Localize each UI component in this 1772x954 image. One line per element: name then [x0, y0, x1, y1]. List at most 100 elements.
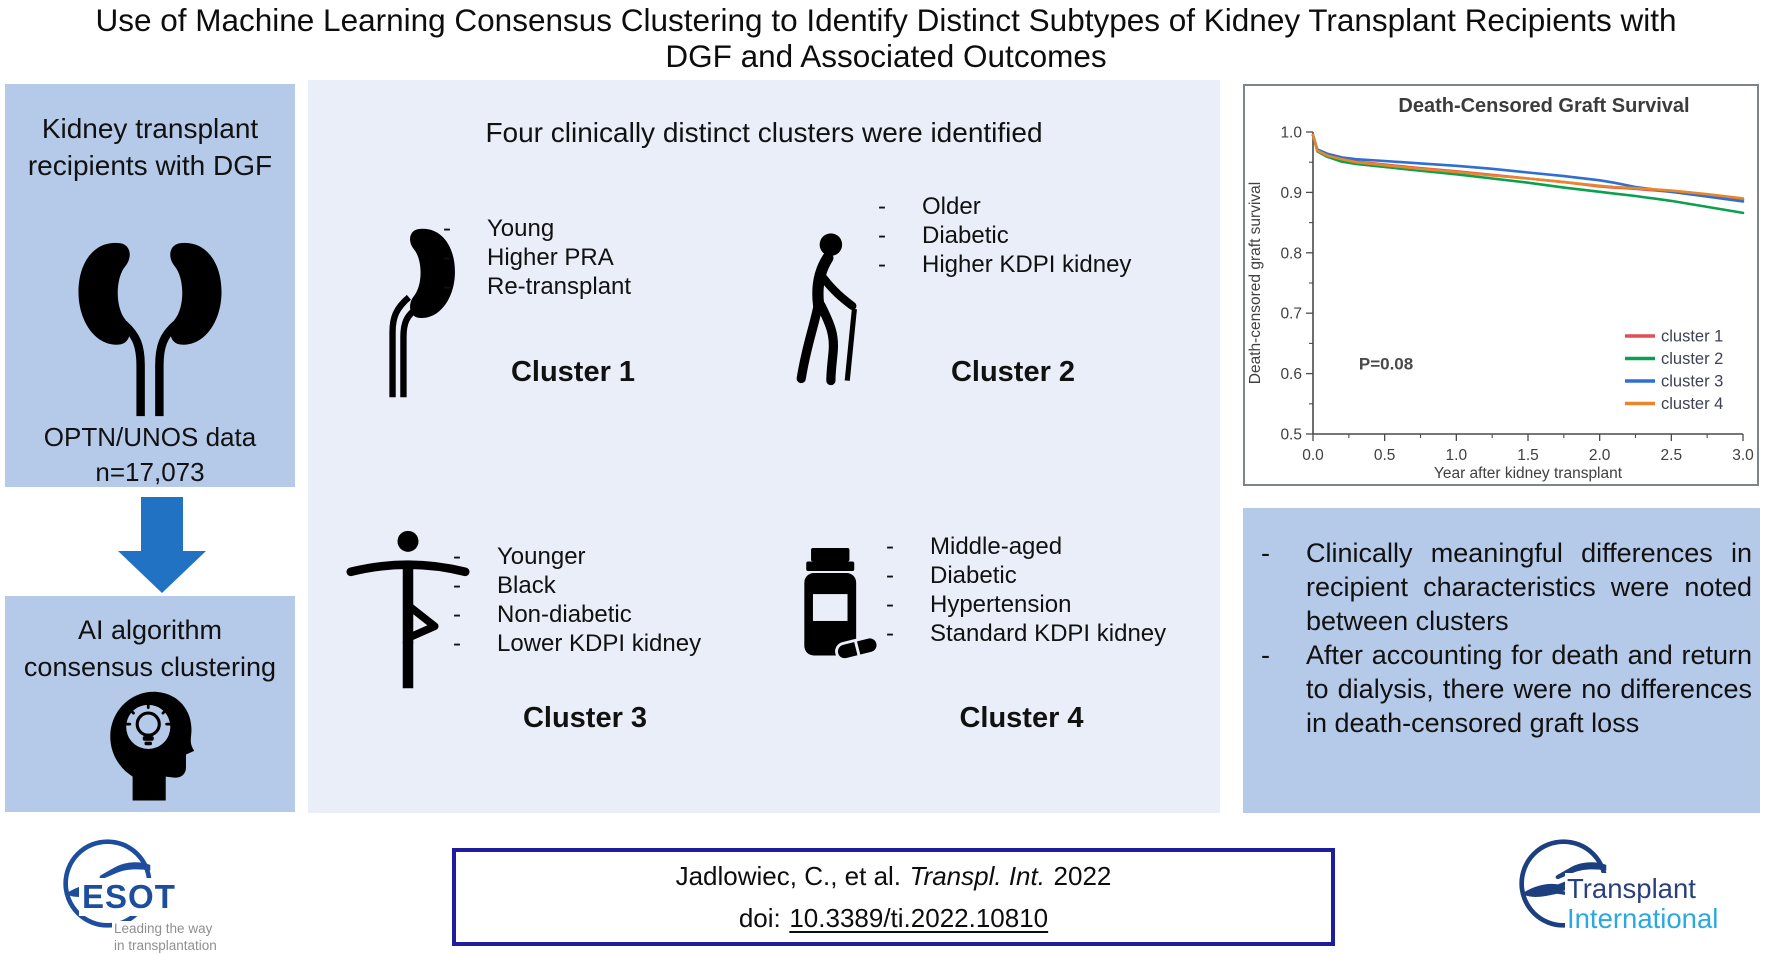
x-tick-label: 2.5	[1661, 447, 1683, 464]
bullet-text: Diabetic	[930, 562, 1017, 589]
bullet-marker: -	[878, 193, 886, 220]
bullet-marker: -	[453, 630, 461, 657]
x-tick-label: 0.5	[1374, 447, 1396, 464]
bullet-text: After accounting for death and return to…	[1306, 640, 1752, 738]
bullet-marker: -	[453, 572, 461, 599]
esot-logo: ESOT Leading the way in transplantation	[55, 831, 300, 953]
survival-chart-box: Death-Censored Graft Survival 0.5 0.6 0.7 0.…	[1243, 84, 1759, 486]
bullet-item: - Diabetic	[878, 221, 1208, 250]
kidney-icon	[358, 212, 458, 408]
bullet-text: Higher KDPI kidney	[922, 251, 1132, 278]
p-value-annotation: P=0.08	[1359, 354, 1413, 373]
citation-box: Jadlowiec, C., et al.Transpl. Int. 2022 d…	[452, 848, 1335, 946]
y-tick-label: 0.7	[1280, 306, 1302, 323]
y-tick-label: 1.0	[1280, 125, 1302, 142]
citation-journal: Transpl. Int.	[909, 861, 1045, 891]
bullet-marker: -	[878, 222, 886, 249]
x-tick-label: 1.5	[1517, 447, 1539, 464]
doi-label: doi:	[738, 903, 781, 933]
bullet-text: Clinically meaningful differences in rec…	[1306, 538, 1752, 636]
x-tick-label: 1.0	[1446, 447, 1468, 464]
sample-size-text: n=17,073	[95, 457, 205, 487]
bullet-marker: -	[886, 562, 894, 589]
bullet-text: Standard KDPI kidney	[930, 620, 1167, 647]
y-tick-label: 0.5	[1280, 427, 1302, 444]
clusters-panel: Four clinically distinct clusters were i…	[308, 80, 1220, 813]
algorithm-panel-title: AI algorithm consensus clustering	[23, 615, 277, 682]
cluster-3-traits: -Younger-Black-Non-diabetic-Lower KDPI k…	[453, 542, 773, 658]
clusters-header: Four clinically distinct clusters were i…	[485, 117, 1043, 148]
cluster-3-label: Cluster 3	[522, 702, 648, 734]
head-lightbulb-icon	[105, 684, 197, 802]
series-cluster-2	[1311, 133, 1745, 215]
bullet-item: - After accounting for death and return t…	[1261, 638, 1753, 740]
bullet-text: Hypertension	[930, 591, 1072, 618]
findings-panel: - Clinically meaningful differences in re…	[1243, 508, 1760, 813]
x-tick-label: 3.0	[1732, 447, 1754, 464]
bullet-item: - Older	[878, 192, 1208, 221]
citation-year: 2022	[1053, 861, 1112, 891]
y-tick-label: 0.6	[1280, 366, 1302, 383]
bullet-text: Higher PRA	[487, 244, 614, 271]
cluster-1-traits: -Young-Higher PRA-Re-transplant	[443, 214, 743, 301]
bullet-marker: -	[443, 215, 451, 242]
legend-label: cluster 3	[1661, 373, 1723, 391]
bullet-text: Older	[922, 193, 981, 220]
page-title-line1: Use of Machine Learning Consensus Cluste…	[95, 2, 1677, 38]
x-axis-label: Year after kidney transplant	[1434, 465, 1623, 482]
pill-bottle-icon	[788, 520, 884, 696]
bullet-marker: -	[453, 543, 461, 570]
bullet-item: -Hypertension	[886, 590, 1216, 619]
source-panel: Kidney transplant recipients with DGF OP…	[5, 84, 295, 487]
cluster-1-label: Cluster 1	[510, 356, 636, 388]
bullet-item: - Standard KDPI kidney	[886, 619, 1216, 648]
findings-list: - Clinically meaningful differences in re…	[1261, 536, 1753, 740]
citation-line2: doi: 10.3389/ti.2022.10810	[739, 897, 1048, 939]
survival-chart: Death-Censored Graft Survival 0.5 0.6 0.7 0.…	[1247, 95, 1754, 482]
bullet-item: - Higher PRA	[443, 243, 743, 272]
bullet-marker: -	[1261, 640, 1270, 670]
source-panel-title: Kidney transplant recipients with DGF	[27, 113, 273, 181]
legend-label: cluster 2	[1661, 350, 1723, 368]
bullet-text: Younger	[497, 543, 586, 570]
bullet-item: - Clinically meaningful differences in re…	[1261, 536, 1753, 638]
bullet-text: Non-diabetic	[497, 601, 632, 628]
bullet-item: - Non-diabetic	[453, 600, 773, 629]
bullet-item: - Younger	[453, 542, 773, 571]
citation-authors: Jadlowiec, C., et al.	[675, 861, 902, 891]
cluster-4-label: Cluster 4	[959, 702, 1084, 734]
bullet-marker: -	[453, 601, 461, 628]
page-title: Use of Machine Learning Consensus Cluste…	[0, 2, 1772, 74]
series-cluster-4	[1311, 133, 1745, 200]
yoga-person-icon	[346, 518, 470, 702]
bullet-marker: -	[443, 244, 451, 271]
bullet-item: - Lower KDPI kidney	[453, 629, 773, 658]
page-title-line2: DGF and Associated Outcomes	[665, 38, 1107, 74]
bullet-text: Lower KDPI kidney	[497, 630, 702, 657]
bullet-item: -Re-transplant	[443, 272, 743, 301]
esot-wordmark: ESOT	[79, 878, 179, 916]
bullet-marker: -	[878, 251, 886, 278]
ti-wordmark-line2: International	[1565, 903, 1721, 935]
kidneys-icon	[75, 230, 225, 426]
chart-title: Death-Censored Graft Survival	[1398, 95, 1689, 117]
bullet-text: Re-transplant	[487, 273, 632, 300]
bullet-marker: -	[1261, 538, 1270, 568]
esot-tagline-line2: in transplantation	[112, 938, 219, 953]
bullet-item: - Higher KDPI kidney	[878, 250, 1208, 279]
y-tick-label: 0.8	[1280, 245, 1302, 262]
ti-wordmark-line1: Transplant	[1565, 873, 1698, 905]
bullet-item: - Diabetic	[886, 561, 1216, 590]
bullet-marker: -	[886, 620, 894, 647]
citation-line1: Jadlowiec, C., et al.Transpl. Int. 2022	[676, 855, 1112, 897]
doi-link[interactable]: 10.3389/ti.2022.10810	[789, 903, 1049, 933]
x-tick-label: 0.0	[1302, 447, 1324, 464]
transplant-international-logo: Transplant International	[1503, 823, 1771, 951]
y-tick-label: 0.9	[1280, 185, 1302, 202]
bullet-item: -Young	[443, 214, 743, 243]
algorithm-panel: AI algorithm consensus clustering	[5, 596, 295, 812]
bullet-item: -Middle-aged	[886, 532, 1216, 561]
legend-label: cluster 1	[1661, 328, 1723, 346]
bullet-text: Diabetic	[922, 222, 1009, 249]
